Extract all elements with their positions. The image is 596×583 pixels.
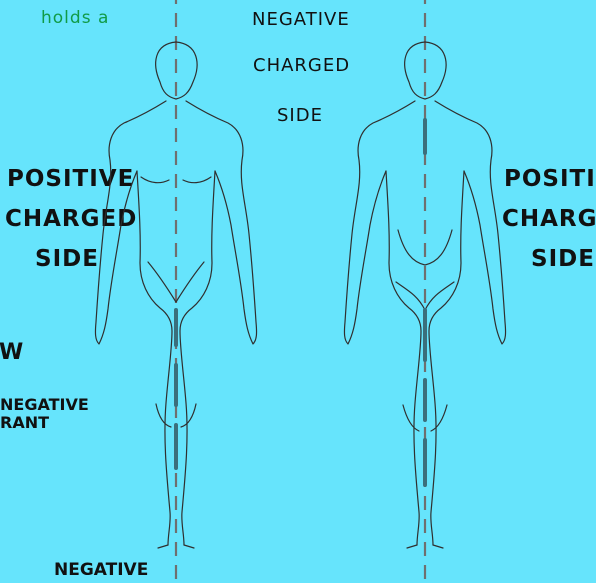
diagram-stage: holds a NEGATIVE CHARGED SIDE POSITIVE C… bbox=[0, 0, 596, 583]
body-diagram bbox=[0, 0, 596, 583]
